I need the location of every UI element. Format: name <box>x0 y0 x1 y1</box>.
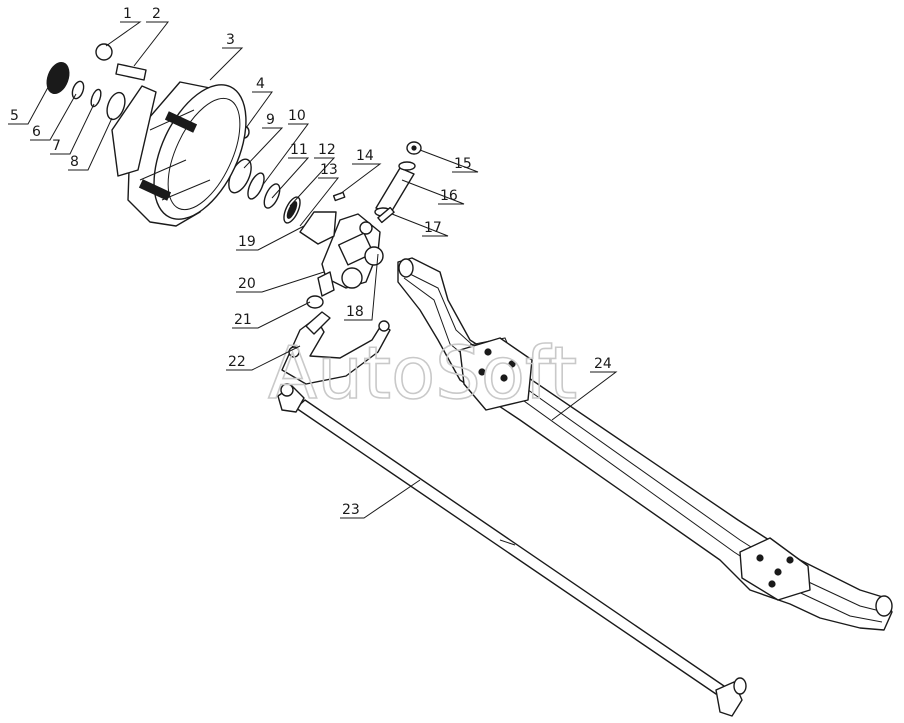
label-part-12: 12 <box>318 142 336 158</box>
o-ring <box>306 295 324 309</box>
label-part-7: 7 <box>52 138 61 154</box>
label-part-3: 3 <box>226 32 235 48</box>
label-part-21: 21 <box>234 312 252 328</box>
label-part-11: 11 <box>290 142 308 158</box>
label-part-14: 14 <box>356 148 374 164</box>
label-part-23: 23 <box>342 502 360 518</box>
label-part-24: 24 <box>594 356 612 372</box>
brake-drum <box>111 81 247 227</box>
watermark-text: AutoSoft <box>268 331 577 415</box>
label-part-8: 8 <box>70 154 79 170</box>
label-part-20: 20 <box>238 276 256 292</box>
label-part-15: 15 <box>454 156 472 172</box>
label-part-13: 13 <box>320 162 338 178</box>
label-part-4: 4 <box>256 76 265 92</box>
hub-bearing-set <box>228 125 301 224</box>
small-bolt <box>332 191 346 202</box>
label-part-22: 22 <box>228 354 246 370</box>
king-pin-assembly <box>374 141 422 224</box>
label-part-18: 18 <box>346 304 364 320</box>
dust-shield <box>299 211 337 245</box>
tie-rod <box>277 383 747 717</box>
label-part-1: 1 <box>123 6 132 22</box>
label-part-16: 16 <box>440 188 458 204</box>
front-axle-beam <box>397 257 893 631</box>
part-labels: 1 2 3 4 5 6 7 8 9 10 11 12 13 14 15 16 1… <box>10 6 612 518</box>
label-part-17: 17 <box>424 220 442 236</box>
label-part-9: 9 <box>266 112 275 128</box>
label-part-19: 19 <box>238 234 256 250</box>
steering-arm <box>281 311 391 385</box>
steering-knuckle <box>317 213 384 297</box>
label-part-2: 2 <box>152 6 161 22</box>
label-part-6: 6 <box>32 124 41 140</box>
label-part-10: 10 <box>288 108 306 124</box>
leader-lines <box>8 21 618 519</box>
label-part-5: 5 <box>10 108 19 124</box>
